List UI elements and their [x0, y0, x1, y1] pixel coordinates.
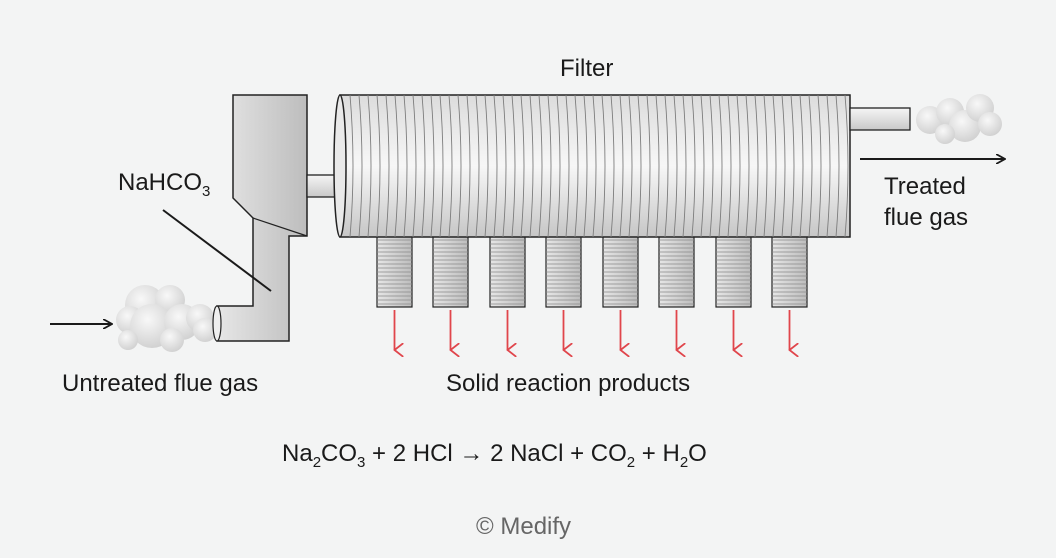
- hoppers: [376, 229, 808, 308]
- untreated-gas-label: Untreated flue gas: [62, 370, 259, 397]
- filter-label: Filter: [560, 55, 614, 82]
- discharge-arrows: [395, 310, 790, 350]
- filter-body: [333, 94, 851, 238]
- solid-products-label: Solid reaction products: [446, 370, 691, 397]
- hopper: [489, 229, 526, 308]
- untreated-gas-cloud: [116, 285, 217, 352]
- hopper: [545, 229, 582, 308]
- reagent-label: NaHCO3: [118, 169, 211, 200]
- treated-gas-cloud: [916, 94, 1002, 144]
- hopper: [658, 229, 695, 308]
- filter-ribs: [349, 94, 849, 238]
- hopper: [771, 229, 808, 308]
- copyright-notice: © Medify: [476, 513, 572, 540]
- hopper: [715, 229, 752, 308]
- reagent-pointer: [162, 209, 272, 292]
- reaction-equation: Na2CO3 + 2 HCl → 2 NaCl + CO2 + H2O: [282, 440, 707, 471]
- hopper: [376, 229, 413, 308]
- treated-gas-label: Treated flue gas: [884, 173, 969, 231]
- hopper: [602, 229, 639, 308]
- reactor-inlet-opening: [212, 305, 222, 342]
- outlet-pipe: [849, 107, 911, 131]
- hopper: [432, 229, 469, 308]
- reactor-column: [216, 94, 308, 342]
